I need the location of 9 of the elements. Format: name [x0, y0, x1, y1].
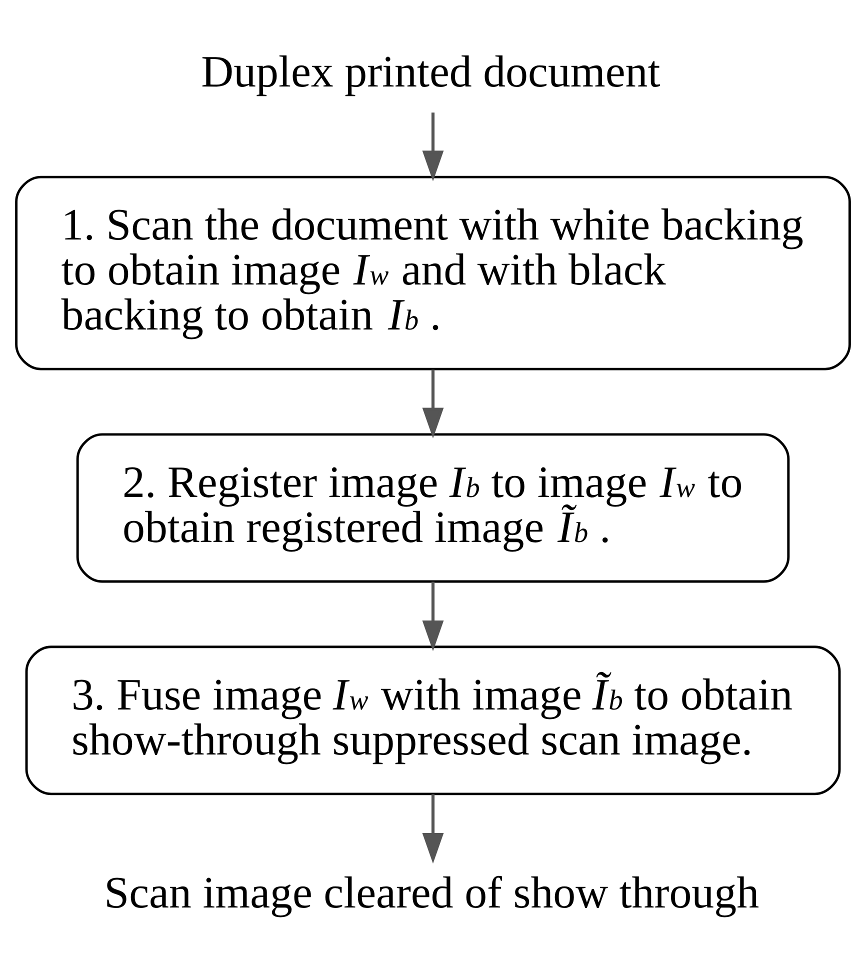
arrow — [422, 369, 444, 438]
node-box: 1. Scan the document with white backing to obtain image Iw and with black backing to obtain Ib . — [15, 175, 851, 370]
arrow — [422, 112, 444, 181]
node-box: 2. Register image Ib to image Iw to obtain registered image Ĩb . — [76, 432, 790, 582]
arrow — [422, 581, 444, 651]
node-text: Duplex printed document — [201, 46, 660, 96]
node-text: Scan image cleared of show through — [104, 867, 760, 917]
arrow — [422, 794, 444, 864]
node-box: 3. Fuse image Iw with image Ĩb to obtain show-through suppressed scan image. — [25, 645, 841, 795]
